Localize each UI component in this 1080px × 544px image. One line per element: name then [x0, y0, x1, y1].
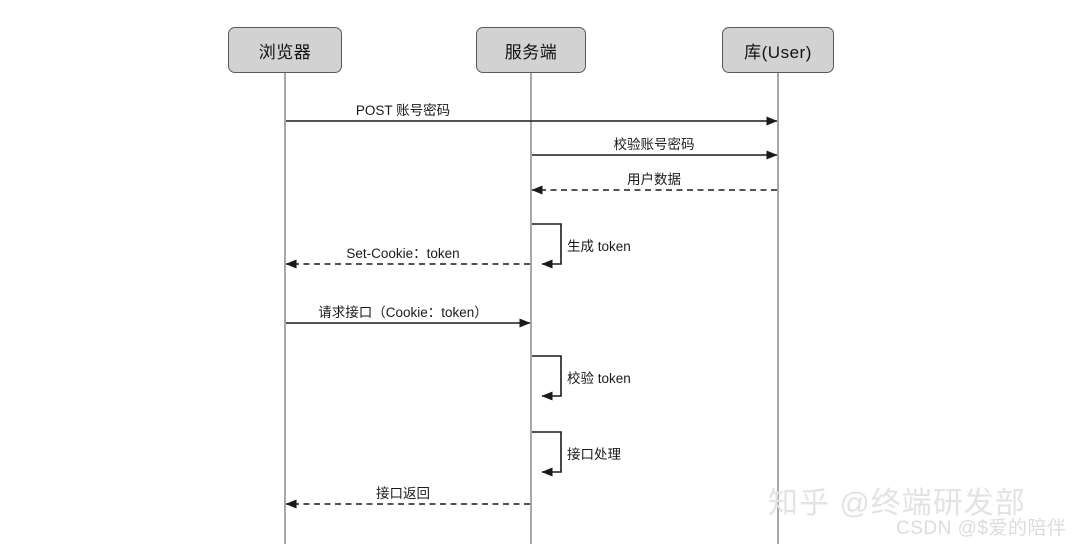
participant-server[interactable]: 服务端 — [476, 27, 586, 73]
message-label-m4: Set-Cookie：token — [346, 246, 460, 261]
participant-database[interactable]: 库(User) — [722, 27, 834, 73]
self-message-arrow-s2 — [532, 355, 562, 401]
self-message-arrow-s1 — [532, 223, 562, 269]
self-messages-group — [532, 223, 562, 477]
message-label-m3: 用户数据 — [627, 172, 681, 187]
participant-label: 服务端 — [504, 42, 558, 62]
participant-browser[interactable]: 浏览器 — [228, 27, 342, 73]
participant-label: 库(User) — [744, 42, 812, 62]
participant-label: 浏览器 — [258, 42, 312, 62]
message-label-m5: 请求接口（Cookie：token） — [318, 305, 488, 320]
message-label-m2: 校验账号密码 — [613, 137, 695, 152]
message-label-m6: 接口返回 — [376, 486, 430, 501]
self-message-label-s3: 接口处理 — [567, 447, 621, 462]
self-message-label-s1: 生成 token — [567, 239, 631, 254]
lifelines-group — [284, 73, 779, 544]
messages-group — [285, 116, 778, 509]
message-label-m1: POST 账号密码 — [355, 103, 451, 118]
self-message-label-s2: 校验 token — [567, 371, 631, 386]
self-message-arrow-s3 — [532, 431, 562, 477]
